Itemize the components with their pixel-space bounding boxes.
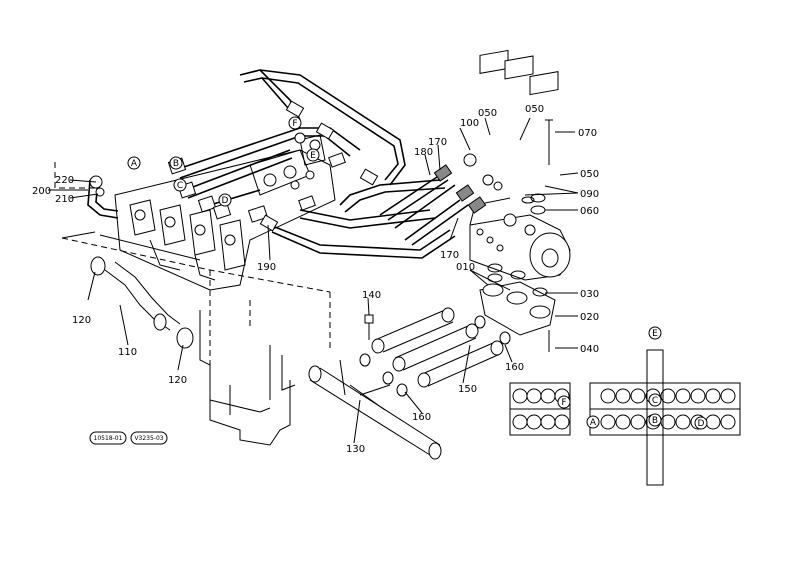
label-060: 060 [580,206,599,217]
marker-e-top: E [310,151,316,161]
spool-port [720,414,736,430]
spool-port [720,388,736,404]
label-150: 150 [458,384,477,395]
marker-c-top: C [177,181,183,191]
spool-port [540,388,556,404]
spool-port [526,388,542,404]
label-140: 140 [362,290,381,301]
hose-110 [87,256,194,371]
spool-port [526,414,542,430]
label-110: 110 [118,347,137,358]
label-120-lower: 120 [168,375,187,386]
spool-port [512,388,528,404]
spool-port [705,388,721,404]
marker-a-spool: A [590,418,597,428]
pipe-200 [48,175,119,219]
label-190: 190 [257,262,276,273]
label-050-right: 050 [580,169,599,180]
spool-diagram [509,349,741,486]
circle-markers: A B C F D E E F A C B D [127,116,708,430]
spool-port [540,414,556,430]
spool-port [675,414,691,430]
hoses-170-180 [379,164,487,246]
marker-d-spool: D [698,419,705,429]
label-180: 180 [414,147,433,158]
pipe-130 [308,314,442,460]
upper-hoses [174,69,456,259]
label-090: 090 [580,189,599,200]
marker-b-top: B [173,159,179,169]
part-labels: 200 220 210 120 110 120 190 170 180 100 … [32,104,599,455]
label-020: 020 [580,312,599,323]
spool-port [705,414,721,430]
spool-circles [512,388,736,430]
spool-port [600,414,616,430]
pump-assembly [463,49,571,281]
spool-port [554,414,570,430]
marker-f-spool: F [561,398,566,408]
marker-c-spool: C [652,396,658,406]
label-010: 010 [456,262,475,273]
marker-d-top: D [222,196,229,206]
label-200: 200 [32,186,51,197]
spool-port [600,388,616,404]
spool-port [615,388,631,404]
spool-port [675,388,691,404]
reference-codes: 10518-01 V3235-03 [89,431,168,445]
marker-a-top: A [131,159,138,169]
frame-body [61,231,296,446]
spool-port [690,388,706,404]
spool-port [615,414,631,430]
label-040: 040 [580,344,599,355]
label-070: 070 [578,128,597,139]
label-220: 220 [55,175,74,186]
marker-f-top: F [292,119,297,129]
label-170-upper: 170 [428,137,447,148]
hose-fittings [167,100,379,232]
label-130: 130 [346,444,365,455]
ref-code-2: V3235-03 [134,435,163,442]
label-160-lower: 160 [412,412,431,423]
spool-port [630,388,646,404]
leader-lines [267,117,579,444]
marker-b-spool: B [652,416,658,426]
spool-port [660,388,676,404]
manifold [479,263,556,352]
marker-e-spool: E [652,329,658,339]
pipes-150 [359,307,511,397]
label-210: 210 [55,194,74,205]
label-170-lower: 170 [440,250,459,261]
label-100: 100 [460,118,479,129]
label-160-right: 160 [505,362,524,373]
spool-port [512,414,528,430]
label-050-left: 050 [478,108,497,119]
label-030: 030 [580,289,599,300]
label-120-upper: 120 [72,315,91,326]
label-050-mid: 050 [525,104,544,115]
ref-code-1: 10518-01 [94,435,123,442]
spool-port [630,414,646,430]
